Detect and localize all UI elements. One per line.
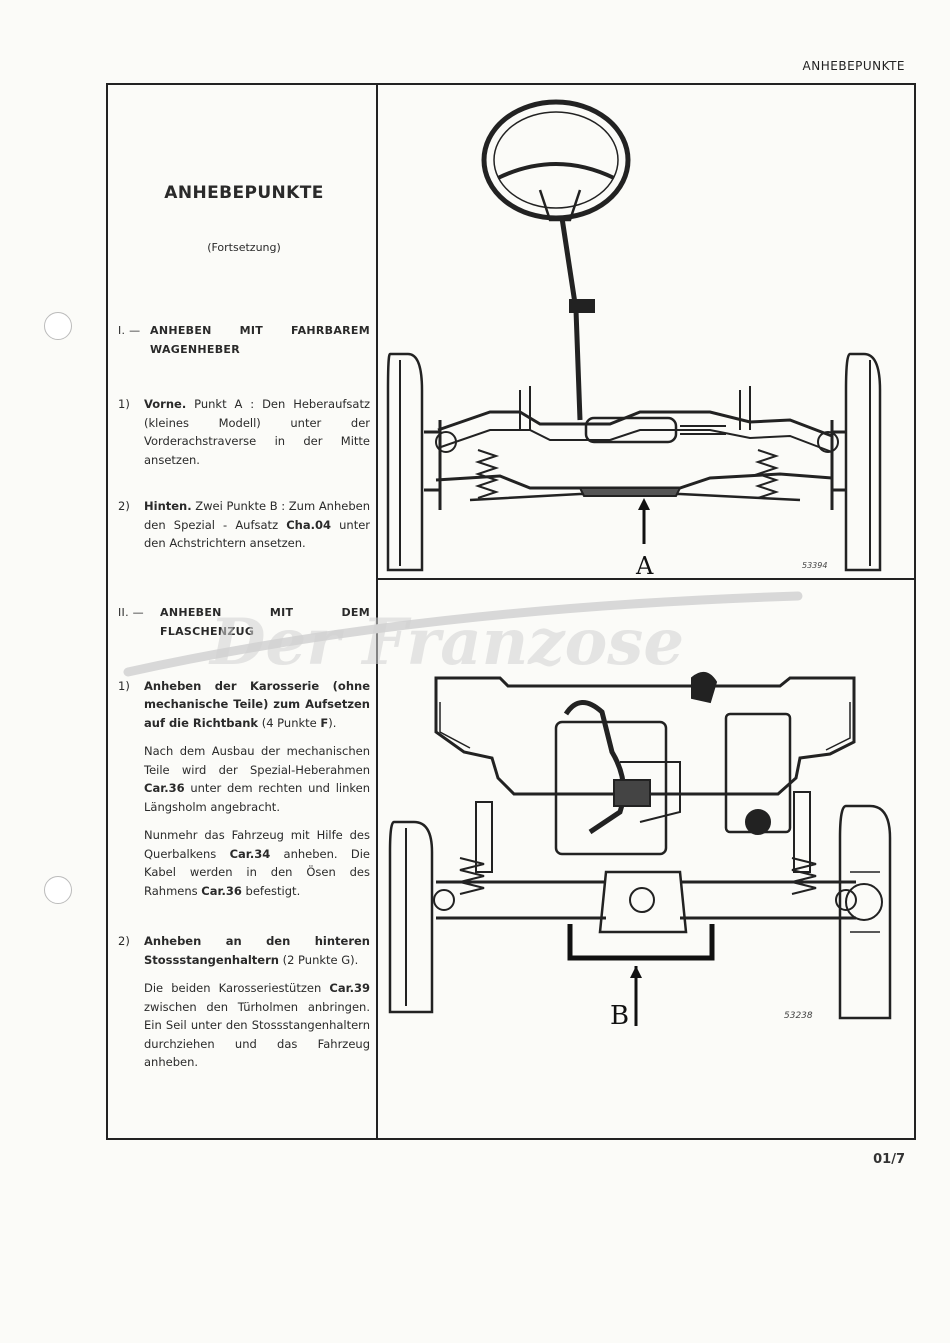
page-number: 01/7 bbox=[873, 1152, 905, 1167]
watermark-logo: Der Franzose bbox=[123, 591, 803, 680]
punch-hole-icon bbox=[44, 876, 72, 904]
section-title: ANHEBEN MIT DEM FLASCHENZUG bbox=[160, 605, 370, 638]
instructions-column: ANHEBEPUNKTE (Fortsetzung) I. — ANHEBEN … bbox=[118, 176, 370, 1110]
item-text: Anheben der Karosserie (ohne mechanische… bbox=[144, 678, 370, 898]
item-body-text: Punkt A : Den Heberaufsatz (kleines Mode… bbox=[144, 397, 370, 467]
section-heading-1: I. — ANHEBEN MIT FAHRBAREM WAGENHEBER bbox=[118, 321, 370, 359]
frame-top-border bbox=[106, 83, 916, 85]
section-title: ANHEBEN MIT FAHRBAREM WAGENHEBER bbox=[150, 324, 370, 356]
section-heading-2: II. — ANHEBEN MIT DEM FLASCHENZUG bbox=[118, 603, 370, 641]
body-shell-outline bbox=[434, 676, 856, 796]
list-item: 2) Anheben an den hinteren Stossstangenh… bbox=[118, 932, 370, 1082]
section-number: I. — bbox=[118, 324, 141, 337]
figure-code: 53238 bbox=[784, 1011, 813, 1021]
frame-right-border bbox=[914, 83, 916, 1140]
item-text: Anheben an den hinteren Stossstangenhalt… bbox=[144, 934, 370, 1069]
engine-block bbox=[554, 720, 668, 856]
header-title: ANHEBEPUNKTE bbox=[802, 59, 905, 73]
lift-point-label: B bbox=[610, 1001, 629, 1031]
watermark-text: Der Franzose bbox=[208, 605, 684, 680]
front-right-tyre bbox=[844, 352, 882, 572]
frame-left-border bbox=[106, 83, 108, 1140]
tool-reference: Car.36 bbox=[201, 883, 242, 898]
tool-reference: Car.36 bbox=[144, 781, 185, 795]
item-lead: Anheben an den hinteren Stossstangenhalt… bbox=[144, 934, 370, 967]
item-number: 2) bbox=[118, 934, 130, 948]
item-lead: Vorne. bbox=[144, 397, 187, 411]
item-number: 1) bbox=[118, 678, 130, 693]
rear-axle-diagram: B 53238 bbox=[388, 671, 892, 1031]
item-number: 1) bbox=[118, 397, 130, 411]
list-item: 2) Hinten. Zwei Punkte B : Zum Anheben d… bbox=[118, 497, 370, 553]
figure-separator bbox=[378, 578, 914, 580]
steering-wheel-icon bbox=[481, 99, 631, 221]
front-axle-diagram: A 53394 bbox=[386, 99, 882, 576]
front-left-tyre bbox=[386, 352, 424, 572]
item-text: Vorne. Punkt A : Den Heberaufsatz (klein… bbox=[144, 395, 370, 469]
frame-bottom-border bbox=[106, 1138, 916, 1140]
lift-point-label: A bbox=[635, 552, 654, 576]
page-subtitle: (Fortsetzung) bbox=[207, 240, 281, 254]
tool-reference: Car.39 bbox=[329, 981, 370, 995]
tool-reference: Cha.04 bbox=[286, 517, 331, 532]
punch-hole-icon bbox=[44, 312, 72, 340]
item-text: Hinten. Zwei Punkte B : Zum Anheben den … bbox=[144, 497, 370, 553]
item-number: 2) bbox=[118, 499, 130, 513]
item-body-text: Zwei Punkte B : Zum Anheben den Spezial … bbox=[144, 499, 370, 532]
differential-housing bbox=[598, 870, 688, 934]
tool-reference: Car.34 bbox=[229, 846, 271, 861]
page-title: ANHEBEPUNKTE bbox=[164, 183, 324, 203]
item-body-text: unter den Achstrichtern ansetzen. bbox=[144, 517, 371, 551]
figure-code: 53394 bbox=[802, 561, 827, 570]
item-lead: Anheben der Karosserie (ohne mechanische… bbox=[144, 678, 370, 730]
list-item: 1) Vorne. Punkt A : Den Heberaufsatz (kl… bbox=[118, 395, 370, 469]
list-item: 1) Anheben der Karosserie (ohne mechanis… bbox=[118, 677, 370, 911]
column-divider bbox=[376, 83, 378, 1140]
section-number: II. — bbox=[118, 605, 144, 619]
rear-left-tyre bbox=[388, 820, 434, 1014]
lifting-bracket bbox=[567, 924, 715, 961]
item-lead: Hinten. bbox=[144, 499, 192, 513]
rear-right-tyre bbox=[838, 804, 892, 1020]
